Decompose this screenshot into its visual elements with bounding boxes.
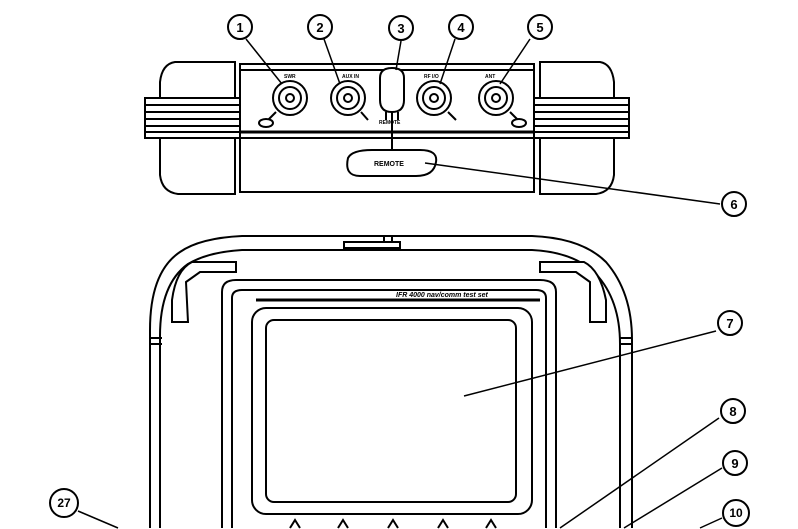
svg-text:9: 9 [731,456,738,471]
remote-cap[interactable]: REMOTE [346,112,438,177]
connector-label-ant: ANT [485,74,495,80]
callout-27: 27 [49,488,79,518]
callout-7: 7 [717,310,743,336]
svg-text:3: 3 [397,21,404,36]
callout-9: 9 [722,450,748,476]
svg-text:7: 7 [726,316,733,331]
callout-2: 2 [307,14,333,40]
svg-text:10: 10 [729,506,743,520]
svg-text:8: 8 [729,404,736,419]
svg-text:5: 5 [536,20,543,35]
connector-2[interactable] [330,80,369,121]
svg-text:2: 2 [316,20,323,35]
connector-label-rf-io: RF I/O [424,74,439,80]
svg-text:1: 1 [236,20,243,35]
callout-5: 5 [527,14,553,40]
callout-6: 6 [721,191,747,217]
right-bumper [533,61,630,195]
svg-text:4: 4 [457,20,465,35]
connector-label-swr: SWR [284,74,296,80]
leader-lines [77,38,723,529]
connector-1[interactable] [258,80,308,128]
connector-label-aux-in: AUX IN [342,74,359,80]
brand-text: IFR 4000 nav/comm test set [396,292,488,299]
device-front [149,235,633,529]
connector-5[interactable] [478,80,527,128]
svg-text:6: 6 [730,197,737,212]
left-bumper [144,61,241,195]
svg-text:27: 27 [57,496,71,510]
connector-4[interactable] [416,80,457,121]
callout-3: 3 [388,15,414,41]
remote-label: REMOTE [374,161,404,168]
callout-4: 4 [448,14,474,40]
callout-1: 1 [227,14,253,40]
callout-8: 8 [720,398,746,424]
callout-10: 10 [722,499,750,527]
socket-label: REMOTE [379,120,401,126]
remote-socket[interactable] [379,66,405,120]
